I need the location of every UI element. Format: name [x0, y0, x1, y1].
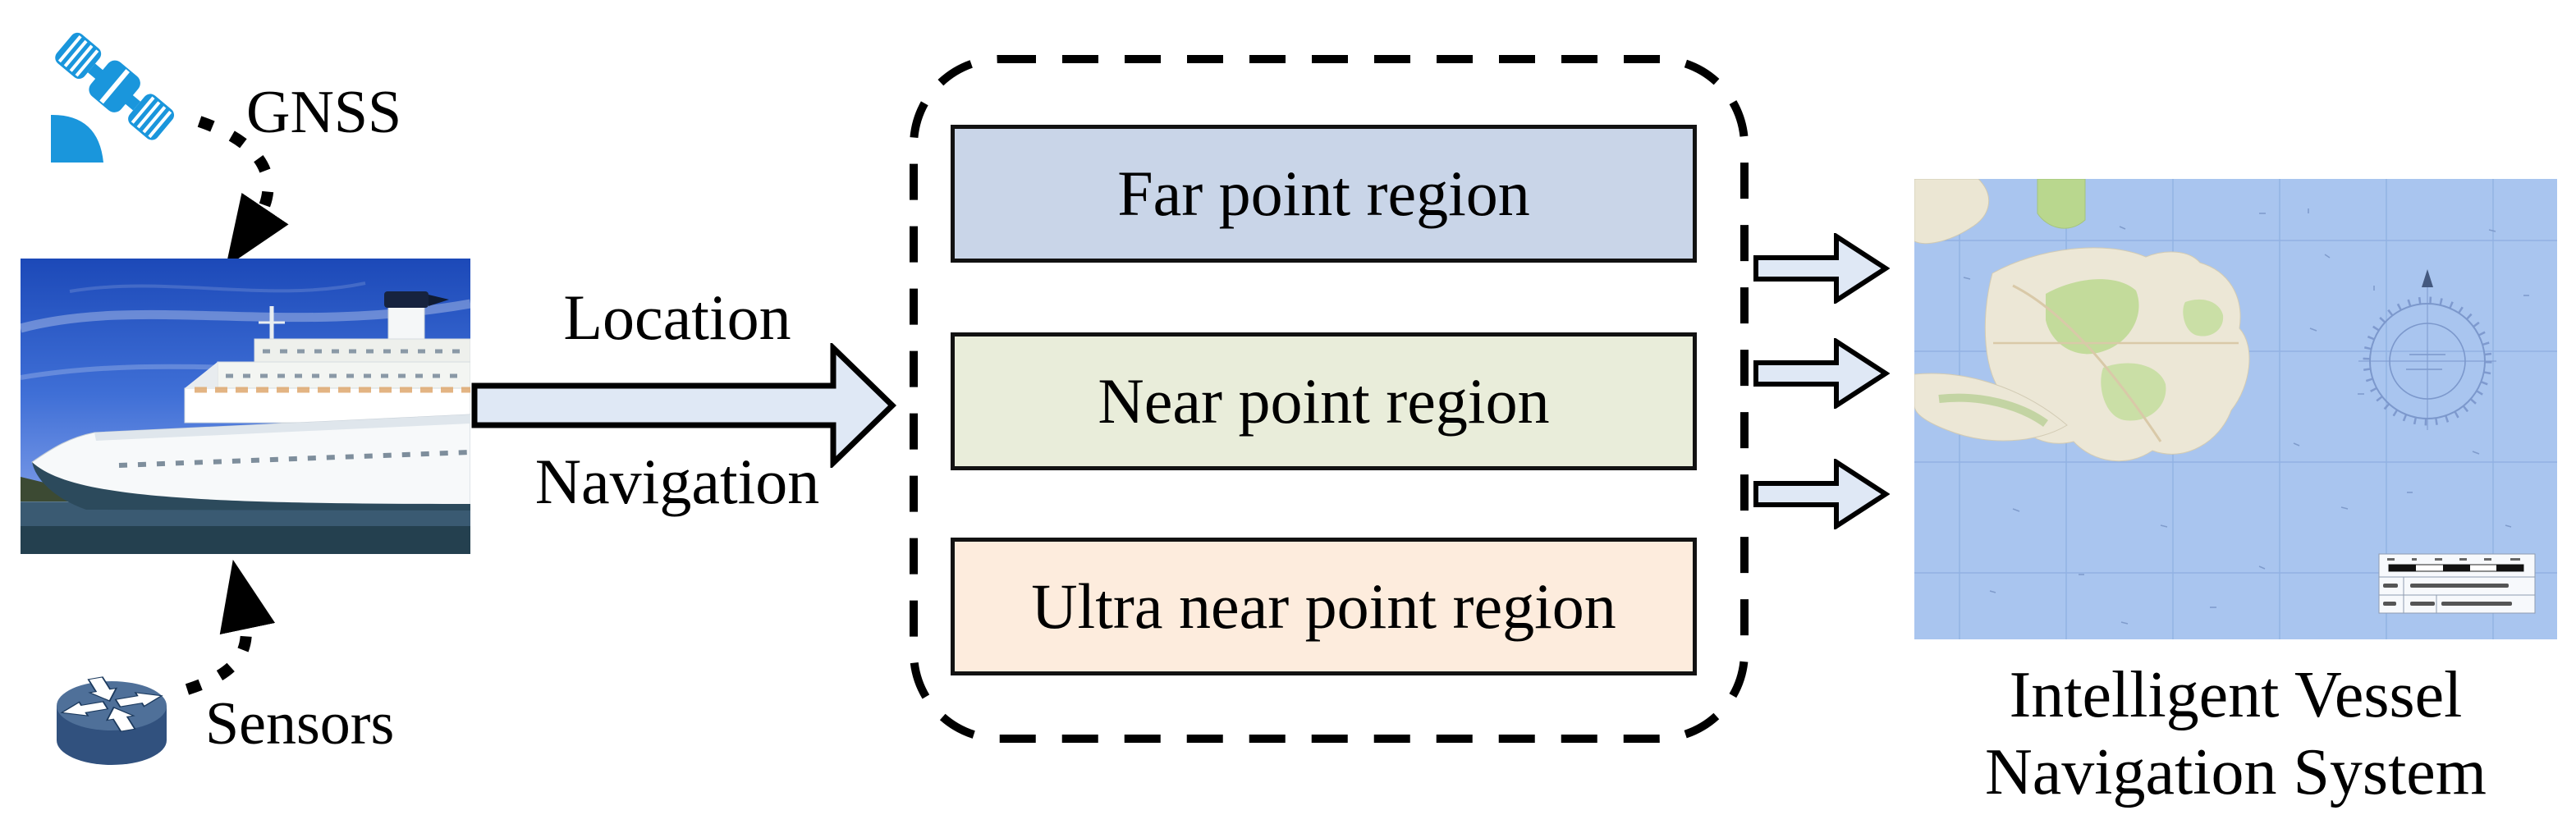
chart-legend	[2378, 553, 2536, 614]
gnss-satellite-icon	[51, 32, 175, 163]
region-label-near: Near point region	[1098, 365, 1550, 437]
vessel-photo	[21, 259, 470, 554]
chart-land	[1914, 179, 2250, 462]
gnss-label: GNSS	[246, 79, 402, 146]
sensors-to-ship-arrow	[185, 559, 276, 695]
region-box-ultra-near: Ultra near point region	[951, 538, 1697, 675]
region-box-far: Far point region	[951, 125, 1697, 263]
output-caption: Intelligent Vessel Navigation System	[1914, 657, 2557, 811]
sensors-router-icon	[57, 676, 167, 765]
caption-line-1: Intelligent Vessel	[2009, 659, 2463, 731]
nautical-chart	[1914, 179, 2557, 639]
gnss-to-ship-arrow	[197, 116, 289, 268]
compass-rose-icon	[2358, 269, 2496, 430]
output-arrow-3	[1753, 459, 1890, 529]
main-flow-arrow	[471, 343, 897, 468]
region-box-near: Near point region	[951, 332, 1697, 470]
region-label-ultra-near: Ultra near point region	[1031, 570, 1616, 642]
caption-line-2: Navigation System	[1984, 736, 2487, 808]
region-label-far: Far point region	[1117, 158, 1530, 229]
output-arrow-1	[1753, 233, 1890, 304]
sensors-label: Sensors	[205, 690, 395, 758]
navigation-label: Navigation	[534, 446, 820, 517]
location-label: Location	[563, 282, 791, 353]
region-group-container	[910, 55, 1749, 743]
output-arrow-2	[1753, 338, 1890, 409]
